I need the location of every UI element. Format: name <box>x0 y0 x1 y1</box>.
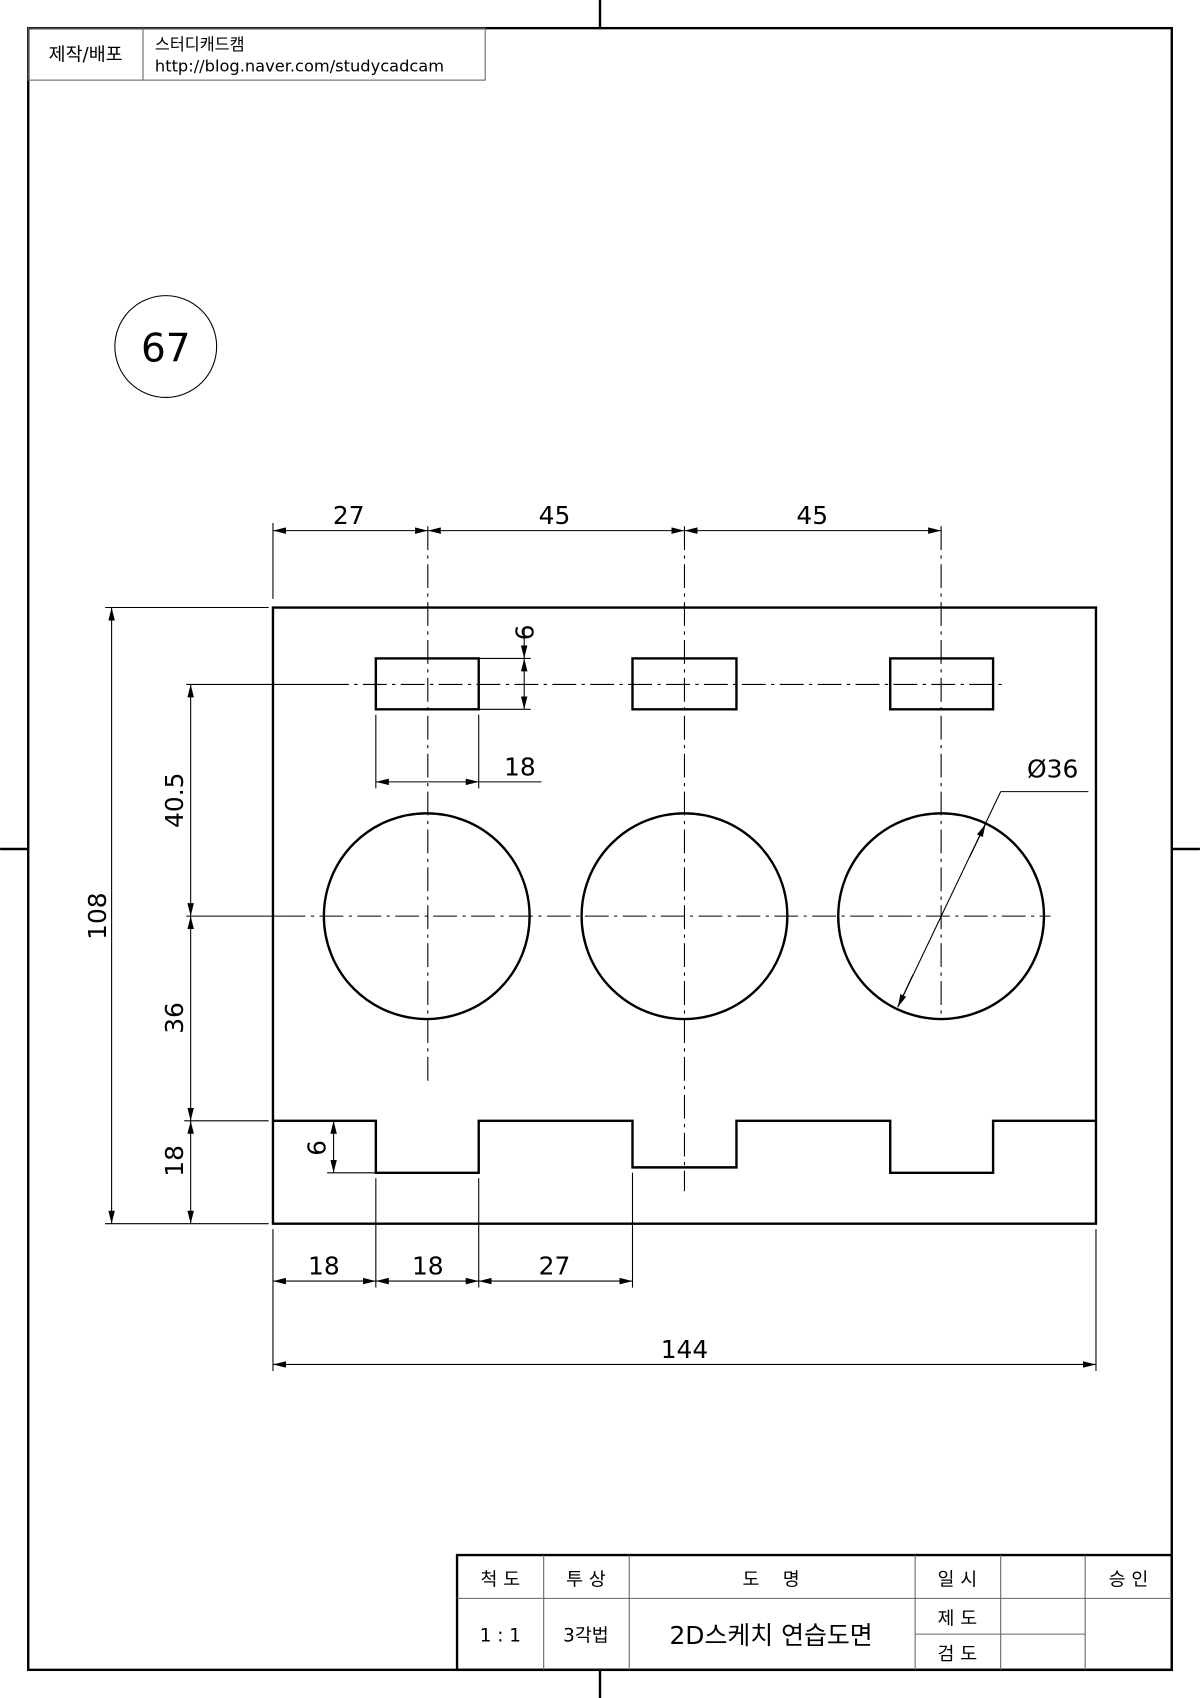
dim-notch-depth: 9 <box>302 1140 331 1156</box>
notch-dimension: 9 <box>302 1120 376 1174</box>
checked-by-label: 검 도 <box>938 1644 978 1665</box>
scale-label: 척 도 <box>481 1569 521 1590</box>
dim-bottom-1: 18 <box>308 1252 340 1281</box>
slot-dimensions: 9 18 <box>375 624 542 789</box>
author-label: 제작/배포 <box>49 45 123 66</box>
title-block: 척 도 투 상 도 명 일 시 승 인 1 : 1 3각법 2D스케치 연습도면… <box>455 1553 1173 1672</box>
dim-left-2: 36 <box>160 1002 189 1034</box>
drawing-name: 2D스케치 연습도면 <box>669 1621 872 1650</box>
date-label: 일 시 <box>938 1569 978 1590</box>
author-url: http://blog.naver.com/studycadcam <box>155 56 444 75</box>
dim-top-1: 27 <box>333 501 365 530</box>
drawing-name-label: 도 명 <box>742 1569 799 1590</box>
left-dimensions: 108 40.5 36 18 <box>83 606 269 1225</box>
author-name: 스터디캐드캠 <box>155 35 245 54</box>
diameter-dimension: Ø36 <box>897 755 1089 1008</box>
drawn-by-label: 제 도 <box>938 1608 978 1629</box>
approval-label: 승 인 <box>1109 1569 1149 1590</box>
dim-left-total: 108 <box>83 892 112 940</box>
dim-slot-height: 9 <box>510 624 539 640</box>
dim-bottom-3: 27 <box>539 1252 571 1281</box>
drawing-number-badge: 67 <box>114 295 218 398</box>
projection-label: 투 상 <box>566 1569 606 1590</box>
top-dimensions: 27 45 45 <box>272 501 942 599</box>
author-box: 제작/배포 스터디캐드캠 http://blog.naver.com/study… <box>27 27 486 81</box>
bottom-dimensions: 18 18 27 144 <box>272 1172 1097 1371</box>
dim-top-2: 45 <box>539 501 571 530</box>
drawing-number: 67 <box>141 327 191 372</box>
center-lines <box>186 526 1051 1192</box>
dim-left-3: 18 <box>160 1145 189 1177</box>
dim-bottom-2: 18 <box>412 1252 444 1281</box>
dim-overall-width: 144 <box>661 1335 709 1364</box>
dim-left-1: 40.5 <box>160 773 189 828</box>
scale-value: 1 : 1 <box>480 1626 521 1647</box>
projection-value: 3각법 <box>563 1626 609 1647</box>
dim-top-3: 45 <box>796 501 828 530</box>
dim-slot-width: 18 <box>504 752 536 781</box>
dim-diameter: Ø36 <box>1027 755 1078 784</box>
